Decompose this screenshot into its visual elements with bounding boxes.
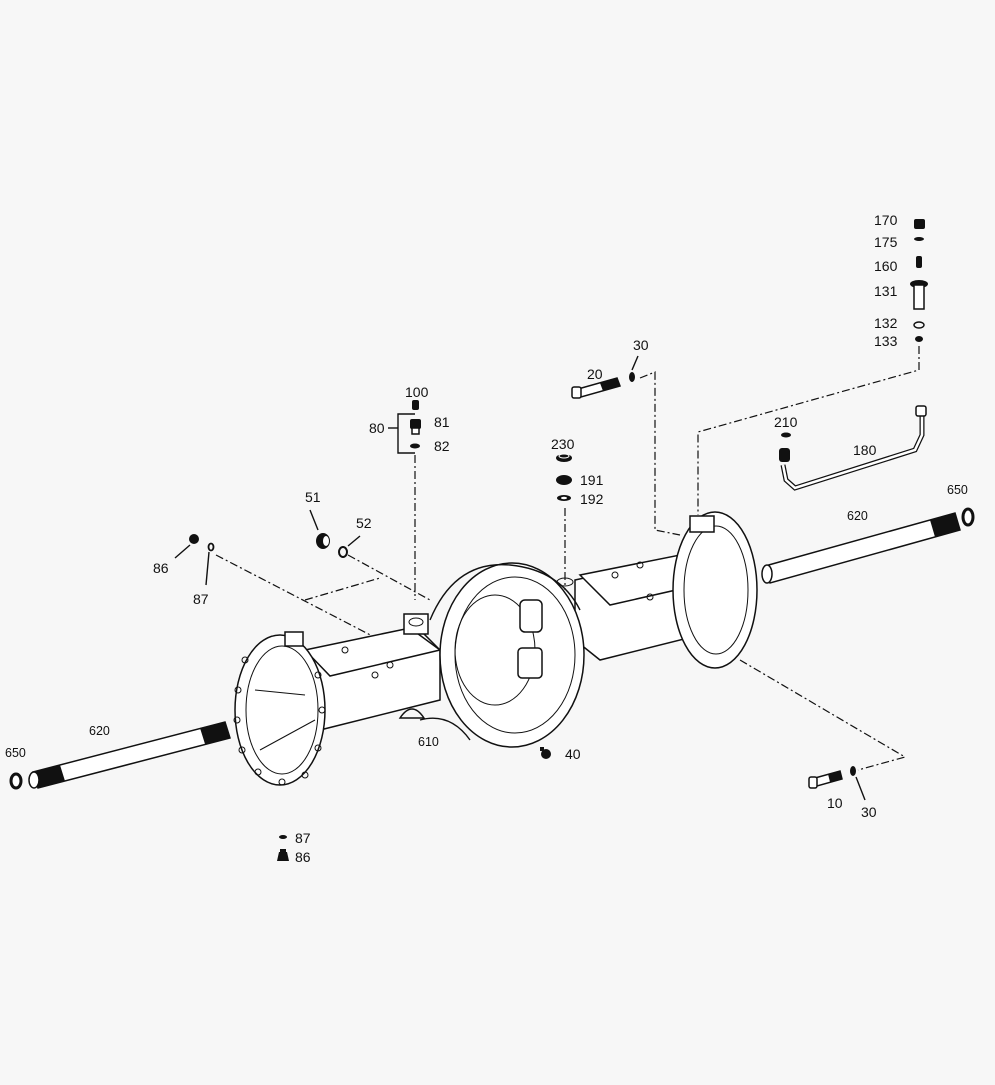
left-stud-shaft-620: [28, 721, 231, 789]
callout-20: 20: [587, 366, 603, 382]
callout-230: 230: [551, 436, 575, 452]
callout-131: 131: [874, 283, 898, 299]
seal-ring-210: [781, 432, 791, 438]
callout-82: 82: [434, 438, 450, 454]
callout-650-left: 650: [5, 746, 26, 760]
left-flange-bolt-holes: [233, 656, 326, 786]
callout-650-right: 650: [947, 483, 968, 497]
upper-bolt-20: [571, 377, 621, 399]
lower-washer-30: [850, 766, 866, 801]
plug-group-230-191-192: [556, 453, 572, 501]
callout-30-upper: 30: [633, 337, 649, 353]
upper-seal-87: [205, 542, 215, 586]
callout-192: 192: [580, 491, 604, 507]
callout-87-lower: 87: [295, 830, 311, 846]
lower-plug-86: [277, 849, 289, 861]
callout-52: 52: [356, 515, 372, 531]
axle-housing-610: [234, 511, 758, 786]
o-ring-52: [338, 535, 361, 558]
breather-pipe-180: [779, 405, 927, 491]
callout-51: 51: [305, 489, 321, 505]
screw-plug-40: [540, 747, 551, 759]
callout-87-upper: 87: [193, 591, 209, 607]
callout-30-lower: 30: [861, 804, 877, 820]
upper-plug-86: [174, 534, 199, 559]
right-stop-washer-650: [961, 507, 975, 527]
callout-40: 40: [565, 746, 581, 762]
callout-81: 81: [434, 414, 450, 430]
callout-191: 191: [580, 472, 604, 488]
callout-80: 80: [369, 420, 385, 436]
breather-stack: [910, 219, 928, 342]
lower-bolt-10: [808, 770, 843, 789]
callout-170: 170: [874, 212, 898, 228]
callout-86-lower: 86: [295, 849, 311, 865]
callout-133: 133: [874, 333, 898, 349]
lower-seal-87: [279, 835, 287, 839]
callout-100: 100: [405, 384, 429, 400]
callout-180: 180: [853, 442, 877, 458]
plug-51: [309, 509, 330, 549]
callout-160: 160: [874, 258, 898, 274]
callout-610: 610: [418, 735, 439, 749]
upper-washer-30: [629, 355, 639, 382]
callout-620-right: 620: [847, 509, 868, 523]
callout-175: 175: [874, 234, 898, 250]
callout-620-left: 620: [89, 724, 110, 738]
callout-10: 10: [827, 795, 843, 811]
callout-86-upper: 86: [153, 560, 169, 576]
right-stud-shaft-620: [761, 512, 961, 584]
plug-group-80: [388, 400, 421, 454]
callout-210: 210: [774, 414, 798, 430]
left-stop-washer-650: [9, 772, 23, 790]
callout-132: 132: [874, 315, 898, 331]
